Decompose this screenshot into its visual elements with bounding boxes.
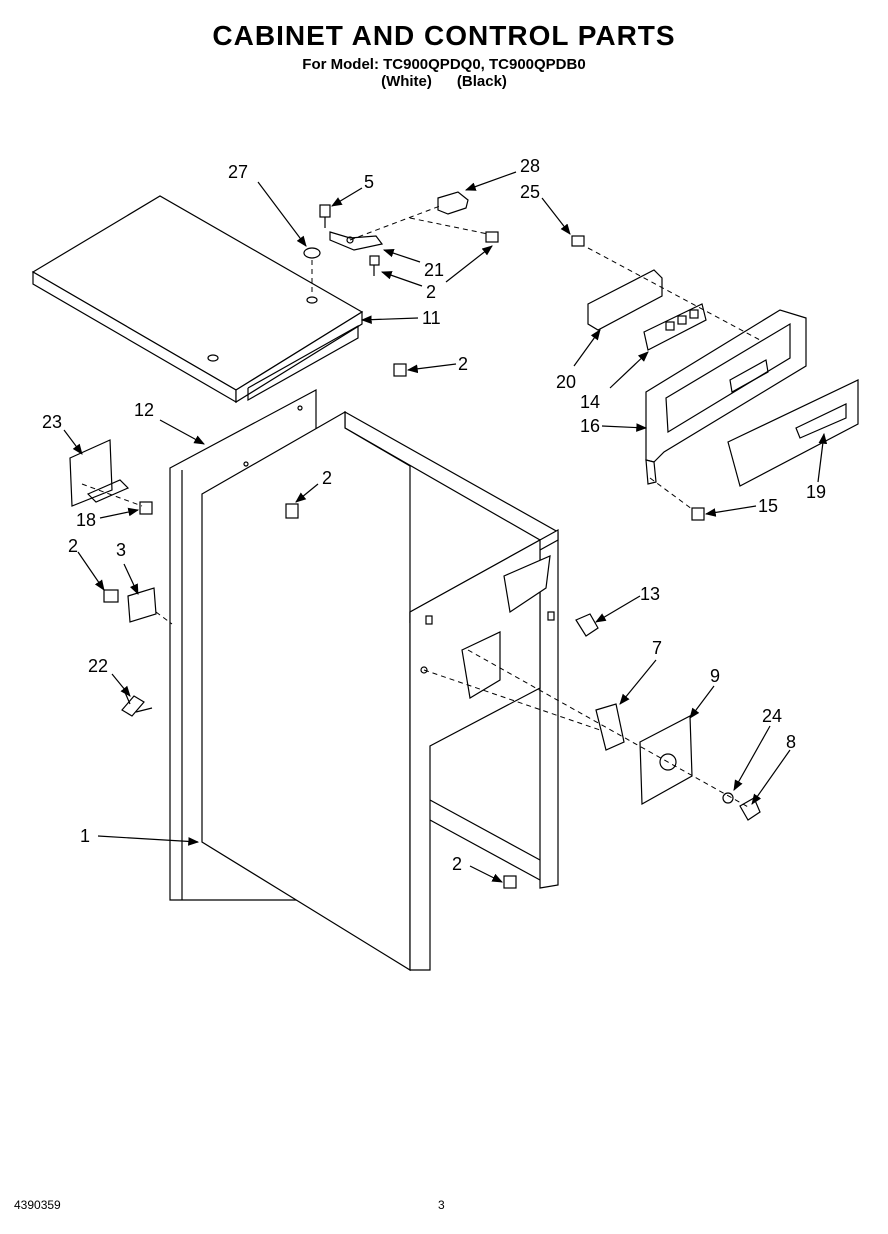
callout-2e: 2 [452,854,462,874]
screw-part [691,507,705,521]
callout-19: 19 [806,482,826,502]
top-panel-part [31,195,364,404]
hinge-bracket-parts [319,191,499,276]
page-title: CABINET AND CONTROL PARTS [212,20,676,51]
callout-2a: 2 [68,536,78,556]
callout-9: 9 [710,666,720,686]
callout-14: 14 [580,392,600,412]
callout-1: 1 [80,826,90,846]
callout-11: 11 [422,308,441,328]
callout-13: 13 [640,584,660,604]
callout-22: 22 [88,656,108,676]
callout-18: 18 [76,510,96,530]
callout-3: 3 [116,540,126,560]
callout-28: 28 [520,156,540,176]
console-bracket-part [587,269,707,351]
screw-part [285,503,299,519]
callout-15: 15 [758,496,778,516]
screw-part [503,875,517,889]
callout-25: 25 [520,182,540,202]
callout-2d: 2 [322,468,332,488]
callout-12: 12 [134,400,154,420]
callout-16: 16 [580,416,600,436]
control-components-parts [423,613,761,821]
callout-21: 21 [424,260,444,280]
cabinet-part [201,410,559,972]
side-bracket-parts [69,439,173,717]
callout-5: 5 [364,172,374,192]
callout-2b: 2 [426,282,436,302]
plug-button-part [303,247,321,259]
document-number: 4390359 [14,1198,61,1212]
screw-part [571,235,585,247]
screw-part [393,363,407,377]
callout-7: 7 [652,638,662,658]
control-console-part [645,309,807,485]
model-color-variants: (White) (Black) [381,73,507,90]
callout-24: 24 [762,706,782,726]
callout-23: 23 [42,412,62,432]
model-numbers: For Model: TC900QPDQ0, TC900QPDB0 [302,56,586,73]
console-overlay-part [727,379,859,487]
callout-27: 27 [228,162,248,182]
callout-20: 20 [556,372,576,392]
callout-8: 8 [786,732,796,752]
page-number: 3 [438,1198,445,1212]
callout-2c: 2 [458,354,468,374]
